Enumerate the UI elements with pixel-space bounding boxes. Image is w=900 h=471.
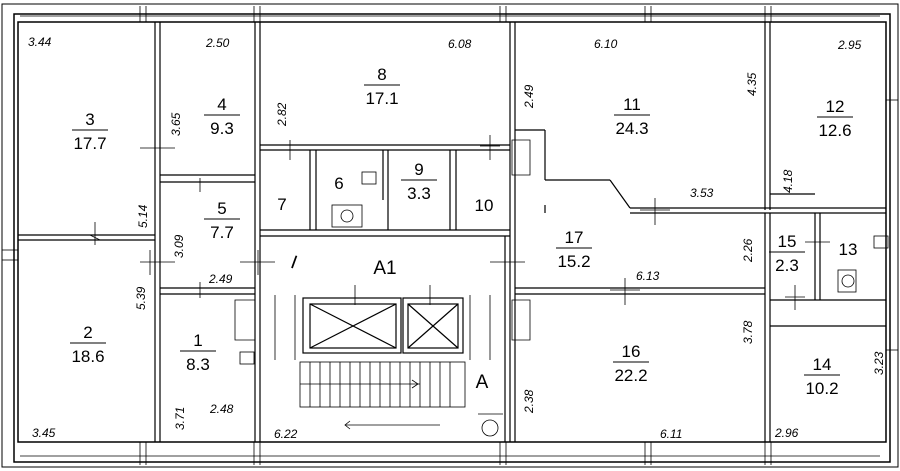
dimension-label: 2.96 — [774, 426, 799, 440]
dimension-label: 2.49 — [208, 272, 233, 286]
room-13-number: 13 — [839, 240, 858, 259]
dimension-label: 4.18 — [781, 169, 795, 193]
room-17-area: 15.2 — [557, 252, 590, 271]
room-5-number: 5 — [217, 199, 226, 218]
dimension-label: 3.71 — [173, 407, 187, 430]
dimension-label: 3.78 — [741, 320, 755, 344]
label-i: I — [288, 252, 300, 274]
dimension-label: 6.11 — [660, 427, 682, 441]
room-8-area: 17.1 — [365, 89, 398, 108]
label-a1: A1 — [373, 258, 396, 279]
room-15-area: 2.3 — [775, 256, 799, 275]
dimension-label: 6.10 — [594, 37, 618, 51]
room-12-area: 12.6 — [818, 121, 851, 140]
dimension-label: 3.23 — [872, 351, 886, 375]
room-16-number: 16 — [622, 342, 641, 361]
room-3-number: 3 — [85, 110, 94, 129]
room-1-area: 8.3 — [186, 355, 210, 374]
room-15-number: 15 — [778, 232, 797, 251]
room-12-number: 12 — [826, 97, 845, 116]
dimension-label: 4.35 — [745, 72, 759, 96]
dimension-label: 5.14 — [136, 204, 150, 228]
room-16-area: 22.2 — [614, 366, 647, 385]
room-7-number: 7 — [277, 195, 286, 214]
dimension-label: 2.26 — [741, 238, 755, 263]
label-a: A — [476, 372, 489, 393]
dimension-label: 2.38 — [522, 389, 536, 414]
dimension-label: 3.53 — [690, 186, 714, 200]
dimension-label: 6.13 — [636, 269, 660, 283]
room-3-area: 17.7 — [73, 134, 106, 153]
room-9-area: 3.3 — [407, 184, 431, 203]
room-17-number: 17 — [565, 228, 584, 247]
dimension-label: 6.22 — [274, 427, 298, 441]
dimension-label: 2.82 — [275, 102, 289, 127]
room-1-number: 1 — [193, 331, 202, 350]
dimension-label: 6.08 — [448, 37, 472, 51]
room-5-area: 7.7 — [210, 223, 234, 242]
room-14-number: 14 — [813, 355, 832, 374]
room-2-area: 18.6 — [71, 347, 104, 366]
room-11-area: 24.3 — [615, 119, 648, 138]
room-8-number: 8 — [377, 65, 386, 84]
dimension-label: 5.39 — [134, 286, 148, 310]
dimension-label: 2.50 — [205, 36, 230, 50]
room-10-number: 10 — [475, 196, 494, 215]
dimension-label: 3.44 — [28, 35, 52, 49]
room-2-number: 2 — [83, 323, 92, 342]
dimension-label: 3.45 — [32, 426, 56, 440]
room-14-area: 10.2 — [805, 379, 838, 398]
room-4-number: 4 — [217, 95, 226, 114]
dimension-label: 3.65 — [169, 112, 183, 136]
dimension-label: 2.95 — [837, 38, 862, 52]
room-6-number: 6 — [334, 174, 343, 193]
dimension-label: 2.49 — [522, 84, 536, 109]
room-9-number: 9 — [414, 160, 423, 179]
dimension-label: 2.48 — [209, 402, 234, 416]
room-11-number: 11 — [623, 95, 641, 114]
room-4-area: 9.3 — [210, 119, 234, 138]
dimension-label: 3.09 — [172, 234, 186, 258]
